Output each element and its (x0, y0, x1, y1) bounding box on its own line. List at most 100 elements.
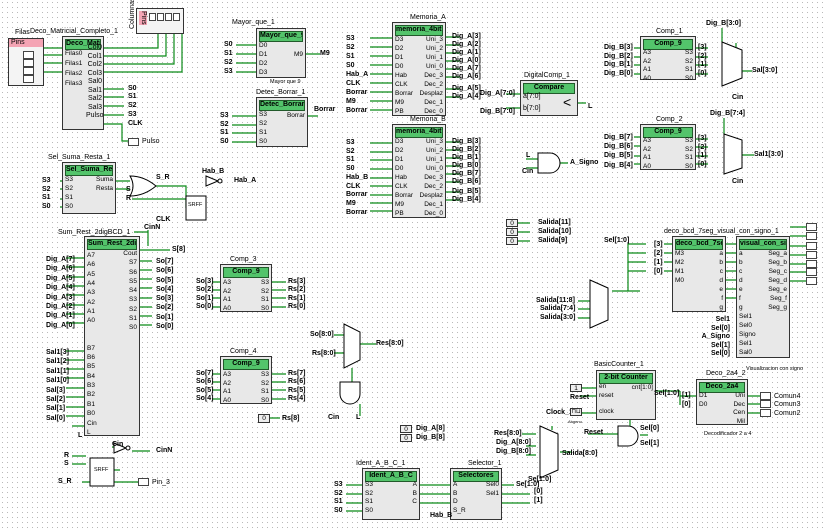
pin-label: f (739, 295, 741, 302)
pin-label: B1 (87, 400, 95, 408)
mem-a-block[interactable]: memoria_4bits D3 D2 D1 D0 Hab CLK Borrar… (392, 22, 446, 116)
salida-const-10[interactable]: 0 (506, 228, 518, 236)
pin-label: Pulso (86, 112, 104, 119)
salida-const-9[interactable]: 0 (506, 237, 518, 245)
clock-source[interactable]: ⊓⊔ (570, 408, 582, 416)
comp1-bus: Dig_B[3:0] (706, 20, 742, 27)
columnas-pin-0[interactable] (149, 13, 156, 21)
mux-rs-in0: So[8:0] (310, 331, 334, 338)
comp4-block[interactable]: Comp_9 A3 A2 A1 A0 S3 S2 S1 S0 (220, 356, 272, 404)
mux-salida-in-a: Dig_A[8:0] (496, 439, 532, 446)
mayor-block[interactable]: Mayor_que_9 D0 D1 D2 D3 M9 (256, 28, 306, 78)
selector-block[interactable]: Selectores A B D S_R Sel0 Sel1 (450, 468, 502, 520)
pin-label: Sal1 (87, 86, 102, 94)
pin-label: Sal0 (739, 349, 753, 356)
pin-label: So[6] (156, 267, 174, 275)
pin-label: [1] (698, 152, 707, 160)
sel-suma-r: R (126, 195, 132, 202)
deco-matricial-block[interactable]: Deco_Matricial Filas0 Filas1 Filas2 Fila… (62, 36, 104, 130)
deco2a4-block[interactable]: Deco_2a4 D1 D0 Uni Dec Cen Mil (696, 379, 748, 425)
counter-reset: Reset (570, 394, 590, 401)
comp3-inputs: So[3] So[2] So[1] So[0] (196, 278, 214, 312)
filas-pin-1[interactable] (23, 59, 34, 67)
columnas-pins-block: Columnas Pins (129, 0, 184, 34)
pin-label: M9 (346, 98, 356, 105)
counter-sel: Sel[1:0] (654, 390, 680, 397)
visual-signo-title: visual_con_sig (739, 239, 787, 250)
deco2a4-left-pins: D1 D0 (699, 392, 707, 409)
pin-label: Sel1 (739, 340, 753, 347)
ident-right-pins: A B C (412, 481, 417, 507)
pin-label: Dig_A[2] (46, 303, 75, 311)
pin-label: M9 (293, 51, 303, 58)
mux-rs-in1: Rs[8:0] (312, 350, 336, 357)
columnas-pin-3[interactable] (173, 13, 180, 21)
srff2-sr: S_R (58, 478, 72, 485)
pin-label: S0 (42, 203, 51, 211)
pin-label: S3 (259, 111, 267, 118)
ident-block[interactable]: Ident_A_B_C S3 S2 S1 S0 A B C (362, 468, 420, 520)
pin-label: S3 (261, 371, 269, 378)
counter-block[interactable]: 2-bit Counter en reset clock cnt[1:0] (596, 370, 656, 420)
comp3-block[interactable]: Comp_9 A3 A2 A1 A0 S3 S2 S1 S0 (220, 264, 272, 312)
comp1-inputs: Dig_B[3] Dig_B[2] Dig_B[1] Dig_B[0] (604, 44, 633, 79)
pin-label: Seg_d (768, 277, 787, 284)
counter-sub: Abgenu (568, 419, 582, 424)
pin-label: Sel0 (485, 481, 499, 488)
pin-label: S2 (334, 489, 343, 497)
sum-rest-block[interactable]: Sum_Rest_2di A7 A6 A5 A4 A3 A2 A1 A0 B7 … (84, 236, 140, 436)
deco-bcd-block[interactable]: deco_bcd_7se M3 M2 M1 M0 a b c d e f g (672, 236, 726, 312)
pin-label: Sal1[1] (46, 367, 69, 375)
pin-label: Dig_A[3] (46, 293, 75, 301)
pin-label: CLK (395, 81, 408, 88)
pin-label: S0 (259, 138, 267, 145)
comp4-const[interactable]: 0 (258, 414, 270, 423)
deco2a4-in0: [0] (682, 401, 691, 408)
dig-b8-const[interactable]: 0 (400, 434, 412, 442)
pin-label: S_R (453, 507, 466, 515)
pin-label: Sal[0] (46, 414, 66, 422)
comp1-title: Comp_9 (643, 39, 693, 50)
pin-label: A3 (87, 289, 95, 297)
filas-pin-3[interactable] (23, 75, 34, 83)
filas-title: Pins (9, 39, 43, 47)
dig-a8-const[interactable]: 0 (400, 425, 412, 433)
pin-label: Sal1[3] (46, 349, 69, 356)
pin-label: Uni_2 (426, 45, 443, 52)
counter-const[interactable]: 1 (570, 384, 582, 392)
pin-label: Dig_B[7] (452, 170, 481, 177)
pin-label: Seg_a (768, 250, 787, 257)
pin-label: Dig_A[7] (452, 65, 481, 72)
pin-label: S0 (346, 165, 355, 173)
comp2-block[interactable]: Comp_9 A3 A2 A1 A0 S3 S2 S1 S0 (640, 124, 696, 170)
comp1-block[interactable]: Comp_9 A3 A2 A1 A0 S3 S2 S1 S0 (640, 36, 696, 82)
pin-label: Filas0 (65, 50, 83, 57)
detec-block[interactable]: Detec_Borrar S3 S2 S1 S0 Borrar (256, 97, 308, 147)
pin-label: S3 (129, 296, 137, 304)
filas-pin-0[interactable] (23, 51, 34, 59)
pin-label: Dig_A[4] (46, 284, 75, 292)
columnas-pin-2[interactable] (165, 13, 172, 21)
pin-label: S6 (129, 268, 137, 276)
salida-const-11[interactable]: 0 (506, 219, 518, 227)
pin-label: Dig_A[5] (452, 85, 481, 92)
pin-label: S0 (65, 203, 73, 210)
ident-title: Ident_A_B_C (365, 471, 417, 482)
comp2-idx: [3] [2] [1] [0] (698, 135, 707, 170)
visual-signo-block[interactable]: visual_con_sig a b c d e f g Sel1 Sel0 S… (736, 236, 790, 358)
sel-suma-block[interactable]: Sel_Suma_Re S3 S2 S1 S0 Suma Resta (62, 162, 116, 214)
pin-label: Sel[1] (710, 341, 730, 349)
detec-right-pins: Borrar (287, 111, 305, 121)
pin-label: Borrar (286, 112, 305, 119)
pin-label: Filas3 (65, 80, 83, 87)
pin-label: S2 (346, 44, 355, 51)
columnas-pin-1[interactable] (157, 13, 164, 21)
mux-salida-b8: Dig_B[8] (416, 434, 445, 441)
filas-pin-2[interactable] (23, 67, 34, 75)
pin-label: Seg_g (768, 304, 787, 311)
counter-clock: Clock_1 (546, 409, 573, 416)
digcomp-block[interactable]: Compare a[7:0] b[7:0] < (520, 80, 578, 116)
visual-signo-right-pins: Seg_a Seg_b Seg_c Seg_d Seg_e Seg_f Seg_… (768, 249, 787, 312)
mayor-title: Mayor_que_9 (259, 31, 303, 42)
mem-b-block[interactable]: memoria_4bits D3 D2 D1 D0 Hab CLK Borrar… (392, 124, 446, 218)
